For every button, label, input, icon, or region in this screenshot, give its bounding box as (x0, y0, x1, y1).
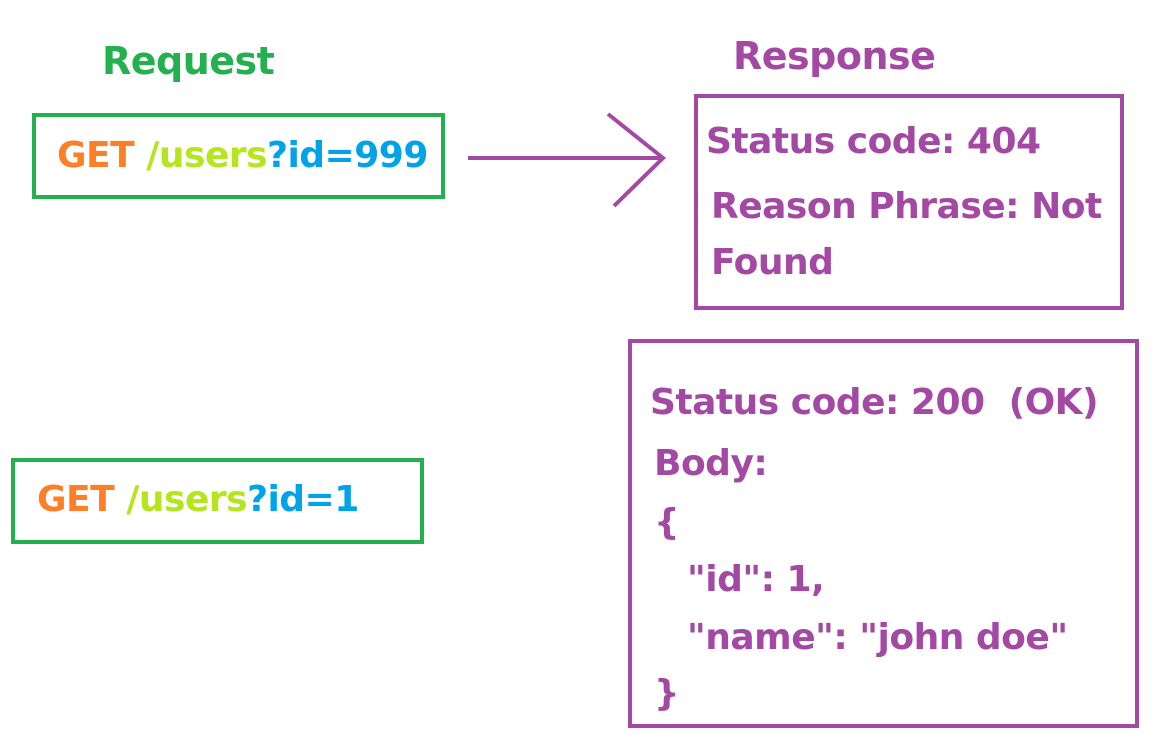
json-id-line: "id": 1, (687, 559, 825, 600)
response-heading: Response (733, 34, 936, 78)
http-method: GET (37, 479, 115, 520)
body-label: Body: (654, 443, 768, 484)
request-box-1 (32, 113, 445, 199)
request-line-1: GET /users?id=999 (57, 138, 428, 174)
http-method: GET (57, 135, 135, 176)
request-box-2 (11, 458, 424, 544)
json-close-brace: } (654, 673, 680, 714)
request-heading: Request (102, 39, 275, 83)
request-line-2: GET /users?id=1 (37, 482, 359, 518)
status-code-line: Status code: 404 (706, 121, 1041, 162)
response-box-1 (694, 94, 1124, 310)
reason-phrase-line-cont: Found (711, 242, 834, 283)
query-string: ?id=999 (267, 135, 428, 176)
json-name-line: "name": "john doe" (687, 617, 1068, 658)
status-code-line: Status code: 200 (OK) (650, 382, 1099, 423)
reason-phrase-line: Reason Phrase: Not (711, 186, 1102, 227)
json-open-brace: { (654, 502, 680, 543)
request-path: /users (126, 479, 248, 520)
request-path: /users (146, 135, 268, 176)
query-string: ?id=1 (247, 479, 359, 520)
response-box-2 (628, 339, 1139, 728)
